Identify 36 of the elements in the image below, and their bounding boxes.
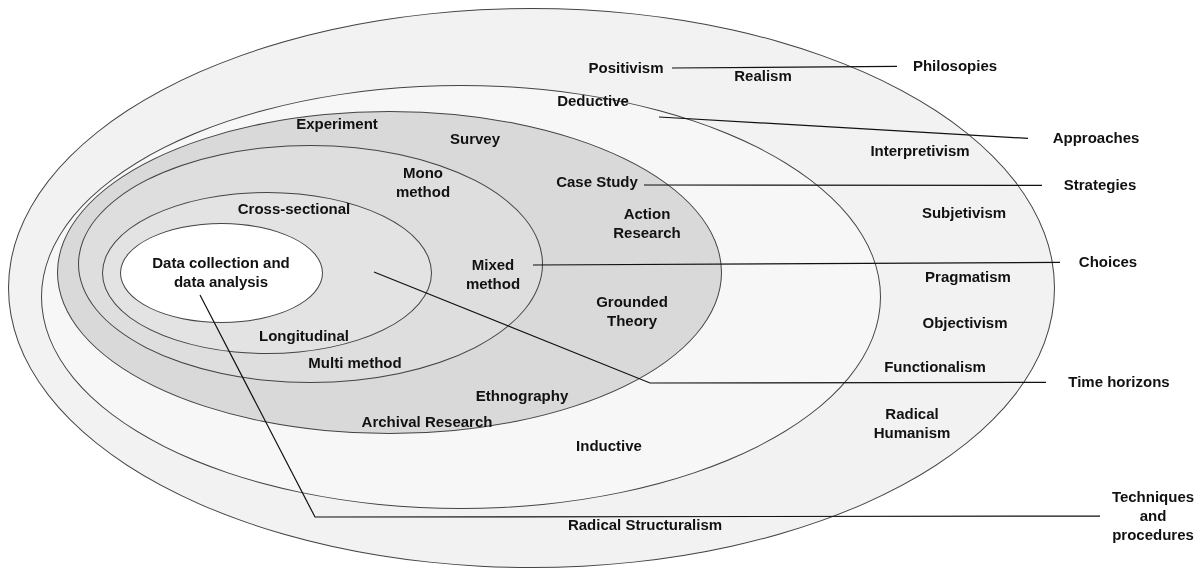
layer-label: Positivism	[588, 58, 664, 78]
layer-label: Inductive	[576, 436, 642, 456]
layer-label: Mixed method	[464, 256, 522, 294]
leader-line	[643, 184, 1043, 186]
leader-line	[532, 261, 1061, 266]
layer-label: Experiment	[296, 114, 378, 134]
leader-line	[671, 65, 898, 69]
layer-label: Subjetivism	[921, 203, 1007, 223]
layer-label: Archival Research	[361, 412, 493, 432]
layer-label: Realism	[734, 66, 792, 86]
layer-title: Time horizons	[1054, 373, 1184, 392]
layer-label: Ethnography	[475, 386, 569, 406]
layer-label: Survey	[450, 129, 500, 149]
layer-label: Case Study	[556, 172, 638, 192]
layer-label: Pragmatism	[925, 267, 1011, 287]
layer-label: Objectivism	[922, 313, 1008, 333]
layer-title: Techniques and procedures	[1108, 488, 1198, 545]
layer-label: Cross-sectional	[237, 199, 351, 219]
layer-label: Multi method	[308, 353, 402, 373]
layer-title: Philosopies	[905, 57, 1005, 76]
layer-label: Functionalism	[884, 357, 986, 377]
leader-line	[199, 294, 1101, 518]
leader-line	[373, 271, 1047, 384]
leader-line	[658, 116, 1029, 139]
layer-label: Deductive	[557, 91, 629, 111]
layer-title: Approaches	[1036, 129, 1156, 148]
layer-title: Strategies	[1050, 176, 1150, 195]
layer-label: Longitudinal	[259, 326, 349, 346]
layer-label: Interpretivism	[870, 141, 970, 161]
layer-label: Data collection and data analysis	[151, 254, 291, 292]
layer-label: Mono method	[394, 164, 452, 202]
layer-label: Grounded Theory	[595, 293, 669, 331]
layer-label: Action Research	[612, 205, 682, 243]
layer-title: Choices	[1068, 253, 1148, 272]
layer-label: Radical Humanism	[872, 405, 952, 443]
layer-label: Radical Structuralism	[567, 515, 723, 535]
